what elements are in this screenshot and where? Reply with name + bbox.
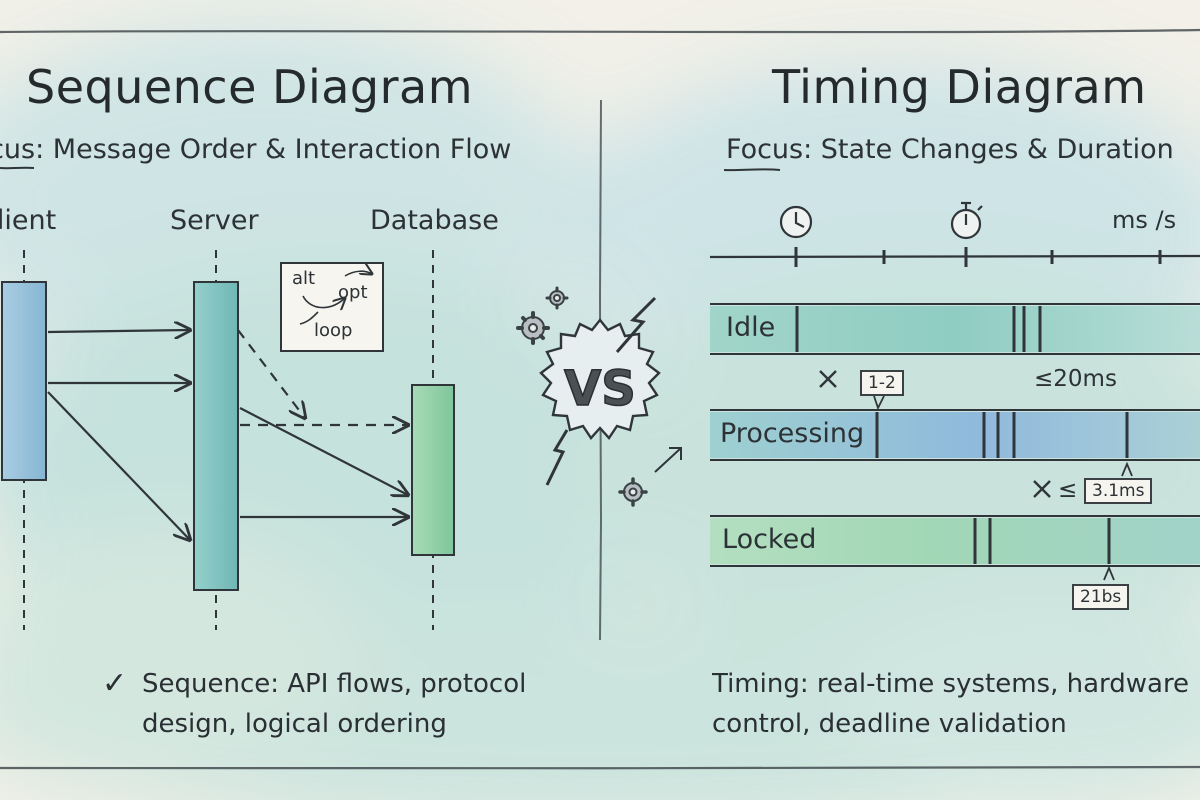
duration-bound-1: ≤20ms: [1034, 366, 1117, 392]
time-axis-unit: ms /s: [1112, 206, 1177, 234]
time-axis-ticks: [794, 247, 1162, 267]
stopwatch-icon: [950, 201, 983, 240]
timing-diagram: [709, 168, 1200, 581]
state-lane-processing: [710, 409, 1200, 461]
duration-tag-1: 1-2: [860, 370, 904, 396]
state-lane-locked: [710, 515, 1200, 567]
database-activation-bar: [411, 384, 455, 556]
duration-tag-3: 21bs: [1072, 584, 1130, 610]
timing-subtitle: Focus: State Changes & Duration: [726, 134, 1174, 165]
clock-icon: [779, 205, 813, 239]
versus-label: VS: [564, 361, 636, 417]
fragment-loop-label: loop: [314, 320, 353, 341]
timing-use-case: ✓ Timing: real-time systems, hardware co…: [712, 669, 1190, 739]
timing-title: Timing Diagram: [772, 60, 1147, 114]
versus-badge: VS: [516, 286, 682, 507]
cross-markers: [819, 370, 1051, 498]
sequence-use-case: ✓ Sequence: API flows, protocol design, …: [102, 666, 527, 739]
check-icon: ✓: [102, 666, 128, 701]
fragment-box: [280, 262, 384, 352]
server-activation-bar: [193, 281, 239, 591]
sequence-diagram: [0, 166, 455, 630]
state-processing-label: Processing: [720, 418, 865, 449]
lifeline-server-label: Server: [170, 205, 259, 236]
lifeline-database-label: Database: [370, 205, 499, 236]
duration-bound-2: ≤: [1058, 477, 1078, 503]
state-lane-idle: [710, 303, 1200, 355]
fragment-opt-label: opt: [338, 282, 368, 303]
messages: [47, 330, 408, 540]
time-axis: [709, 254, 1200, 259]
client-activation-bar: [1, 281, 47, 481]
lifeline-client-label: Client: [0, 205, 57, 236]
duration-tag-2: 3.1ms: [1084, 478, 1153, 504]
callout-pointers: [873, 395, 1133, 581]
fragment-alt-label: alt: [292, 268, 316, 289]
sequence-subtitle: Focus: Message Order & Interaction Flow: [0, 134, 512, 165]
sequence-title: Sequence Diagram: [26, 60, 474, 114]
state-idle-label: Idle: [726, 312, 776, 343]
state-locked-label: Locked: [722, 524, 817, 555]
